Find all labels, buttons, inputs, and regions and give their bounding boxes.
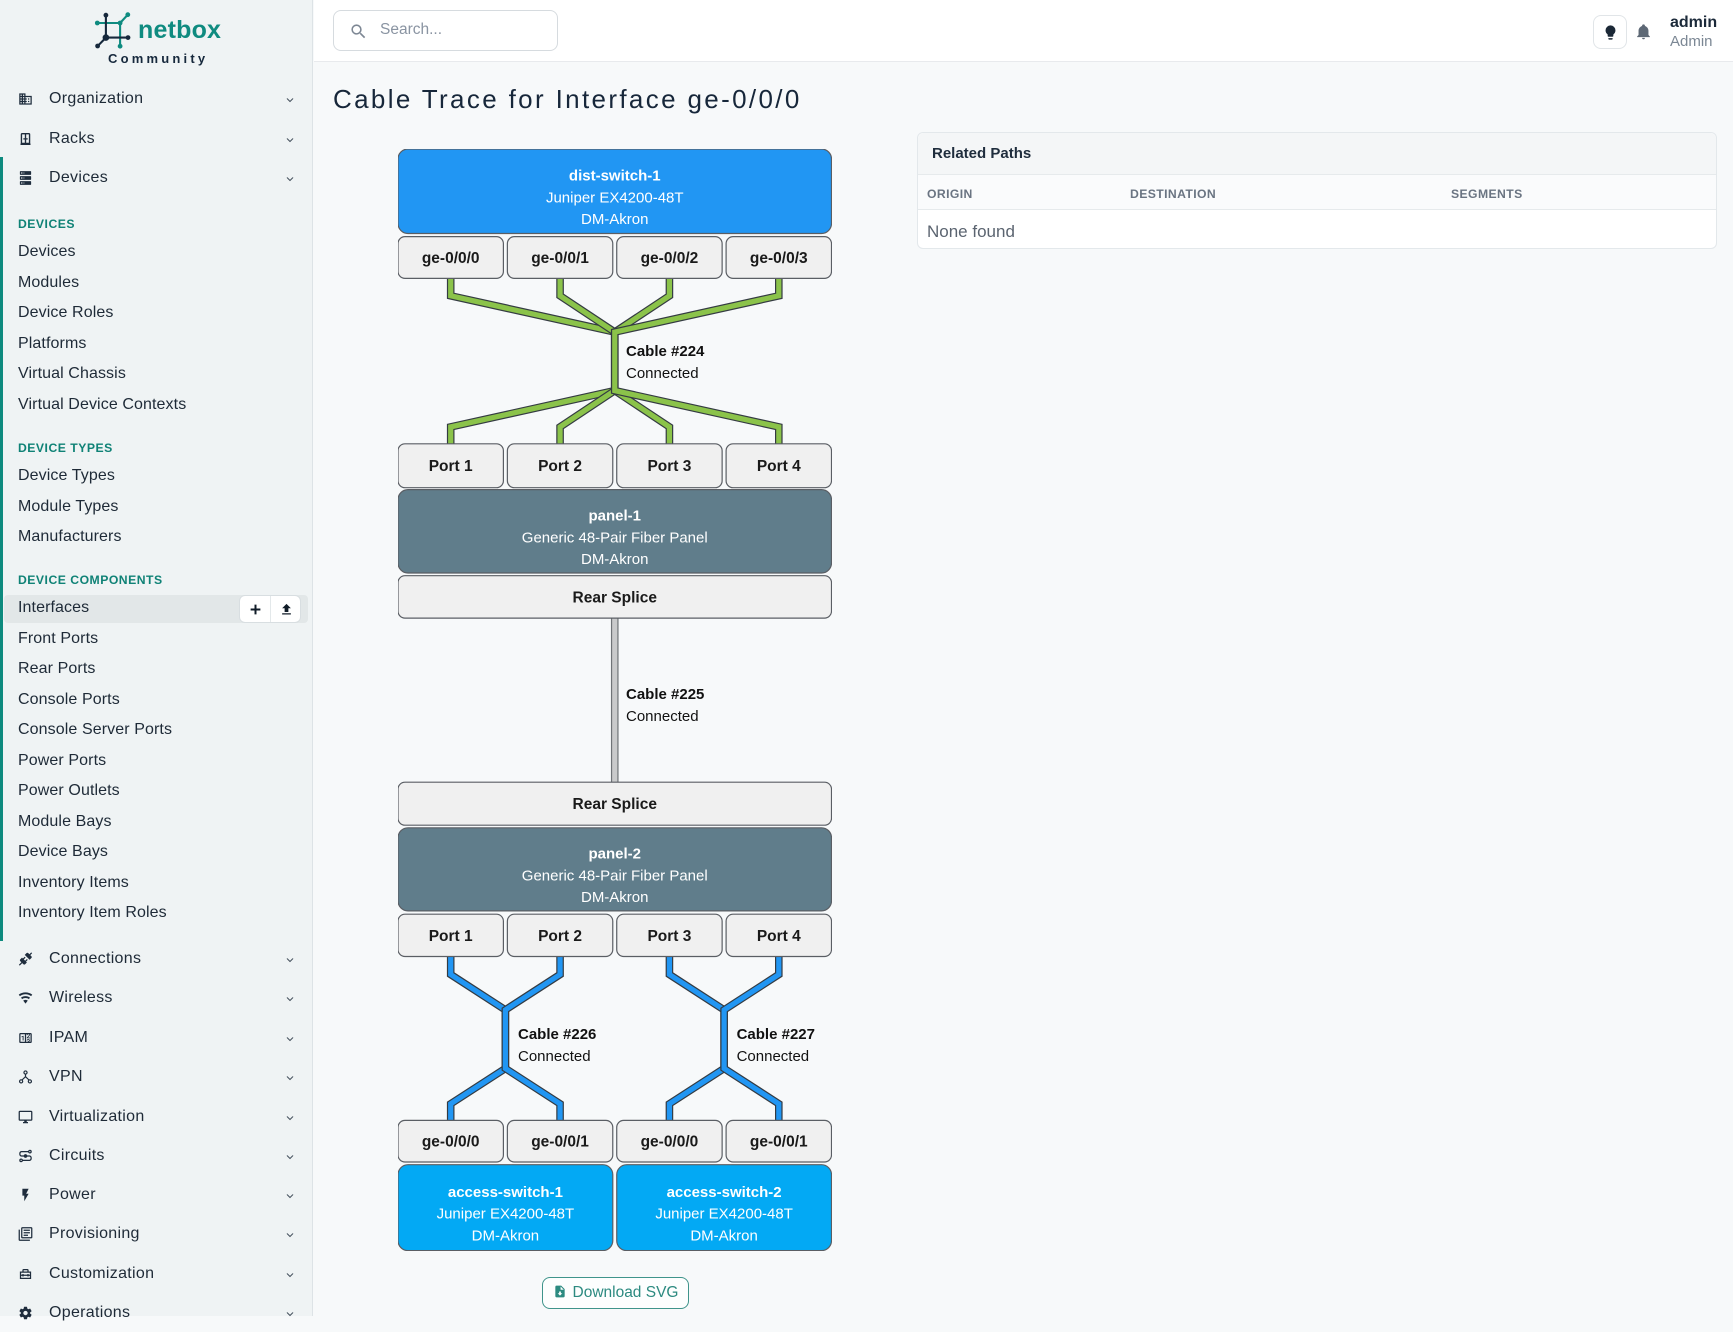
svg-text:Port 2: Port 2 [538,458,582,475]
svg-text:access-switch-2: access-switch-2 [667,1184,782,1201]
svg-text:Cable #226: Cable #226 [518,1026,596,1043]
svg-text:ge-0/0/1: ge-0/0/1 [531,1134,589,1151]
svg-text:Connected: Connected [518,1048,591,1065]
svg-text:DM-Akron: DM-Akron [581,211,649,228]
svg-text:ge-0/0/1: ge-0/0/1 [750,1134,808,1151]
svg-text:Cable #225: Cable #225 [626,686,704,703]
svg-text:Port 4: Port 4 [757,928,801,945]
svg-text:DM-Akron: DM-Akron [472,1227,540,1244]
svg-text:Port 1: Port 1 [429,928,473,945]
svg-text:Port 4: Port 4 [757,458,801,475]
svg-text:Juniper EX4200-48T: Juniper EX4200-48T [546,189,684,206]
svg-text:Connected: Connected [626,708,699,725]
svg-text:dist-switch-1: dist-switch-1 [569,167,661,184]
svg-text:Rear Splice: Rear Splice [573,589,658,606]
svg-text:access-switch-1: access-switch-1 [448,1184,563,1201]
svg-text:panel-1: panel-1 [588,508,641,525]
svg-text:ge-0/0/0: ge-0/0/0 [422,250,480,267]
svg-text:Cable #227: Cable #227 [737,1026,815,1043]
svg-text:DM-Akron: DM-Akron [581,551,649,568]
svg-text:Port 1: Port 1 [429,458,473,475]
svg-text:Rear Splice: Rear Splice [573,796,658,813]
svg-text:Port 3: Port 3 [647,458,691,475]
svg-text:Generic 48-Pair Fiber Panel: Generic 48-Pair Fiber Panel [522,529,708,546]
svg-text:Generic 48-Pair Fiber Panel: Generic 48-Pair Fiber Panel [522,867,708,884]
svg-text:Juniper EX4200-48T: Juniper EX4200-48T [655,1206,793,1223]
svg-text:Port 3: Port 3 [647,928,691,945]
svg-text:ge-0/0/0: ge-0/0/0 [422,1134,480,1151]
svg-text:ge-0/0/3: ge-0/0/3 [750,250,808,267]
svg-text:Connected: Connected [737,1048,810,1065]
svg-text:Juniper EX4200-48T: Juniper EX4200-48T [437,1206,575,1223]
svg-text:DM-Akron: DM-Akron [690,1227,758,1244]
svg-text:ge-0/0/1: ge-0/0/1 [531,250,589,267]
svg-text:DM-Akron: DM-Akron [581,889,649,906]
svg-text:Connected: Connected [626,365,699,382]
svg-text:ge-0/0/0: ge-0/0/0 [641,1134,699,1151]
svg-text:ge-0/0/2: ge-0/0/2 [641,250,699,267]
svg-text:Port 2: Port 2 [538,928,582,945]
svg-text:panel-2: panel-2 [588,846,641,863]
svg-text:Cable #224: Cable #224 [626,343,705,360]
